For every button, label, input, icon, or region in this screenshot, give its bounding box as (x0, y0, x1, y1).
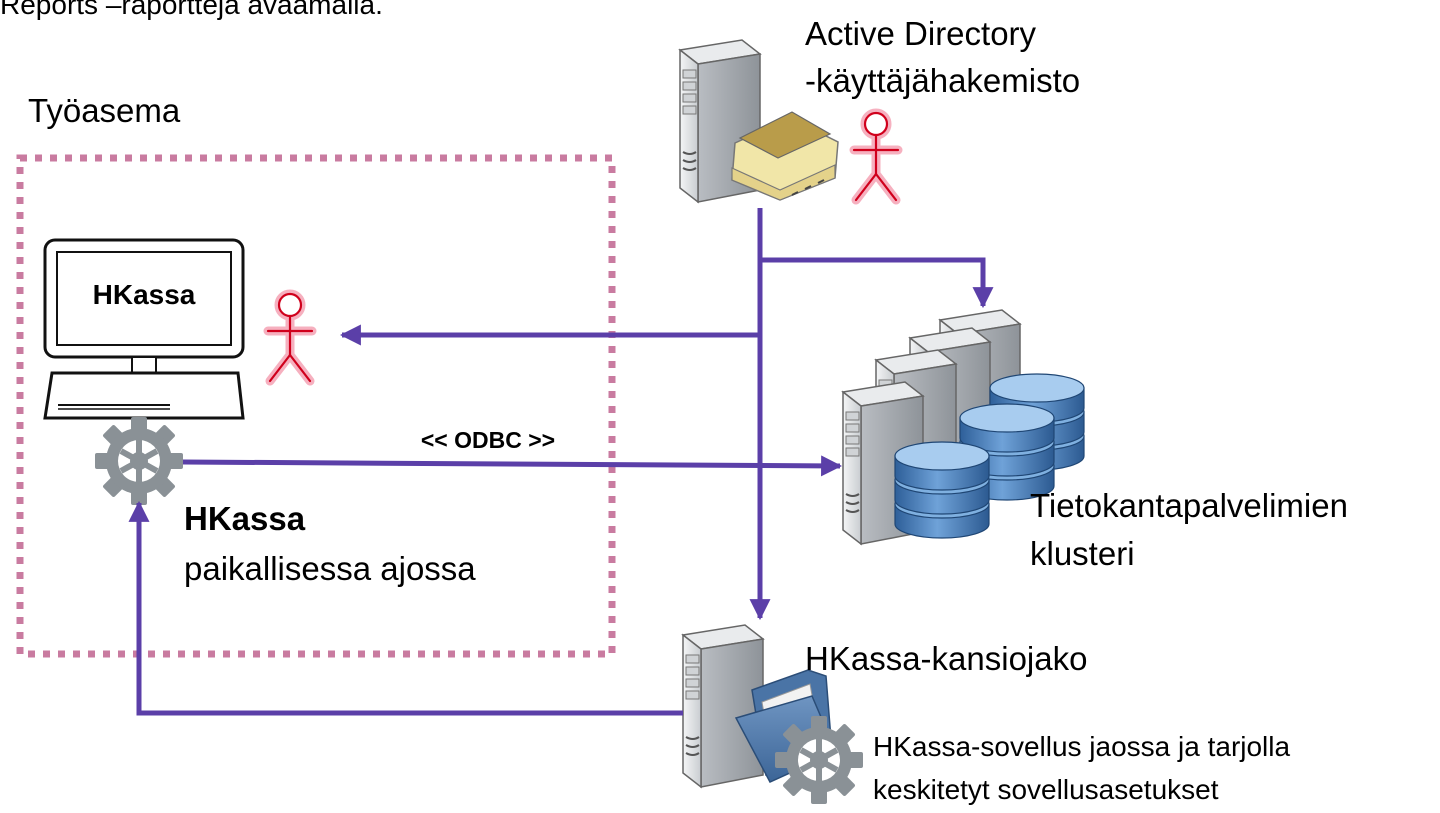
ad-title-line1: Active Directory (805, 15, 1037, 52)
share-to-app-arrow (128, 500, 683, 716)
odbc-label: << ODBC >> (421, 427, 555, 453)
db-cluster-line1: Tietokantapalvelimien (1030, 487, 1348, 524)
workstation-title: Työasema (28, 92, 181, 129)
address-book-icon (731, 111, 839, 201)
intro-text: Reports –raportteja avaamalla. (0, 0, 383, 20)
file-share-desc-line2: keskitetyt sovellusasetukset (873, 774, 1219, 805)
connectors (128, 208, 994, 716)
odbc-arrow (182, 455, 843, 477)
monitor-icon (43, 238, 245, 420)
file-share-desc-line1: HKassa-sovellus jaossa ja tarjolla (873, 731, 1291, 762)
db-cluster-line2: klusteri (1030, 535, 1135, 572)
gear-icon (95, 417, 183, 505)
ad-to-db-arrow (760, 257, 994, 309)
file-share-title: HKassa-kansiojako (805, 640, 1087, 677)
ad-title-line2: -käyttäjähakemisto (805, 62, 1080, 99)
server-icon (682, 624, 764, 788)
user-icon (268, 294, 312, 381)
app-subtitle: paikallisessa ajossa (184, 550, 476, 587)
user-icon (854, 113, 898, 200)
database-icon (894, 441, 990, 539)
workstation-boundary (16, 154, 616, 658)
monitor-label: HKassa (93, 279, 196, 310)
gear-icon (775, 716, 863, 804)
app-title: HKassa (184, 500, 306, 537)
